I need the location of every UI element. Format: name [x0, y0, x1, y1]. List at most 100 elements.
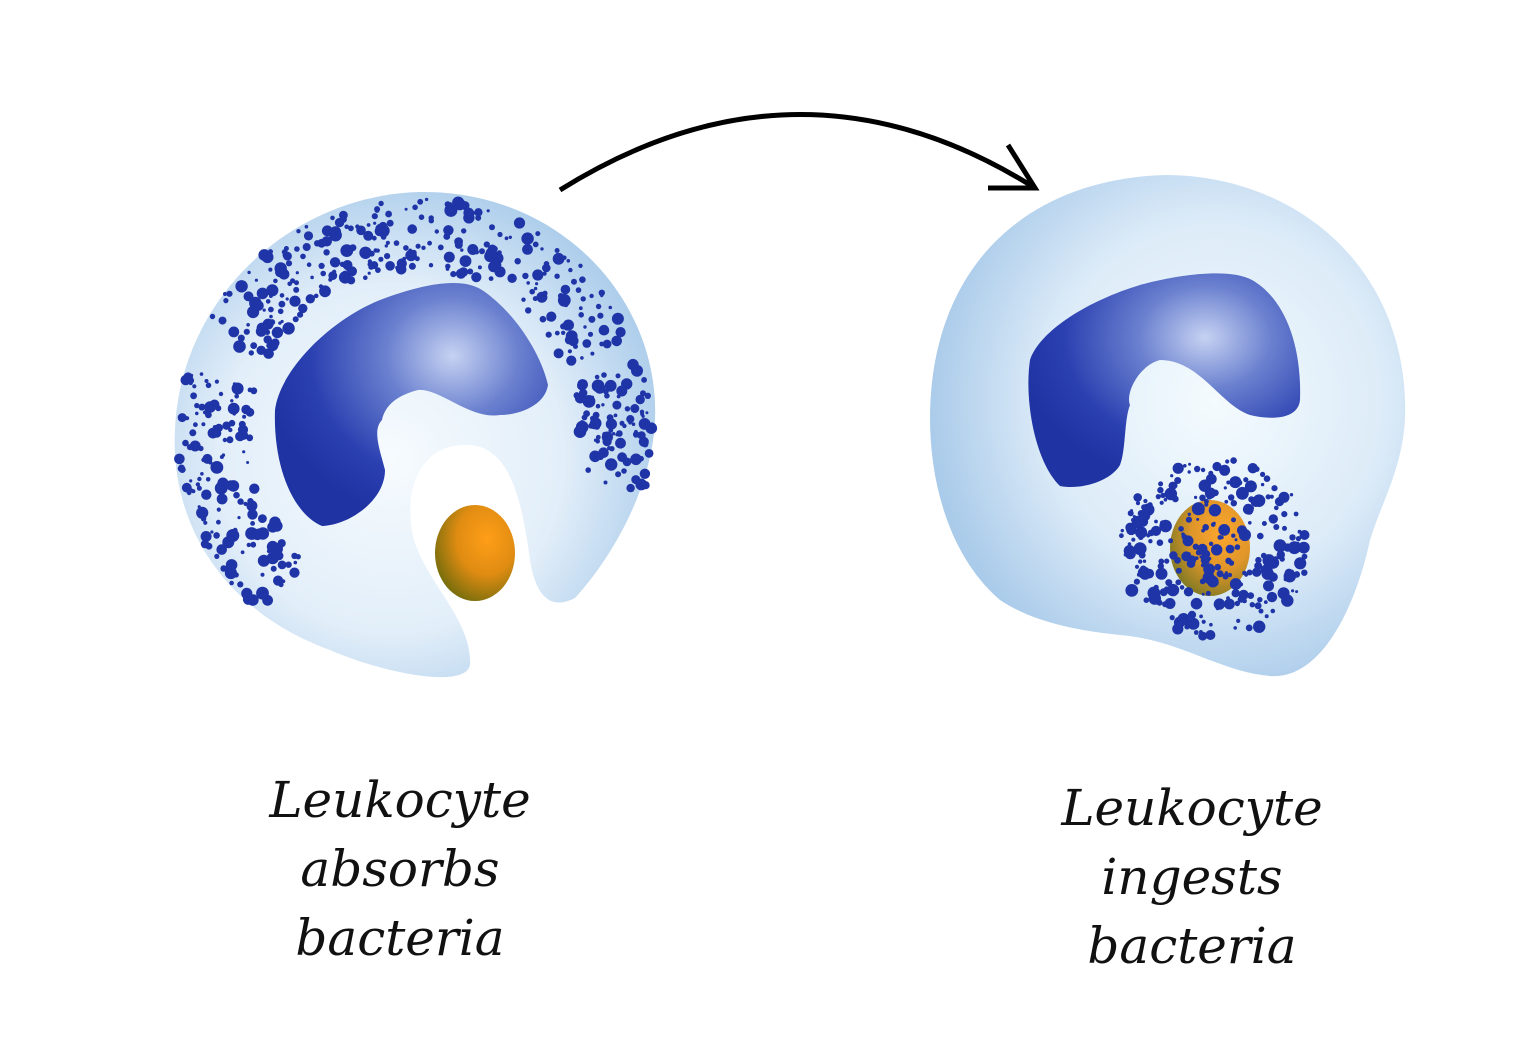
granule: [645, 422, 658, 435]
granule: [355, 224, 360, 229]
granule: [1199, 630, 1203, 634]
granule: [1148, 539, 1153, 544]
granule: [1179, 585, 1185, 590]
granule: [1218, 524, 1231, 536]
granule: [582, 339, 592, 348]
granule: [427, 240, 432, 246]
granule: [496, 251, 500, 255]
granule: [1209, 622, 1213, 627]
granule: [226, 290, 233, 297]
granule: [250, 342, 258, 349]
caption-line: absorbs: [300, 840, 500, 898]
granule: [1289, 493, 1294, 497]
granule: [202, 410, 207, 415]
granule: [181, 482, 192, 493]
granule: [589, 293, 594, 299]
granule: [640, 390, 646, 397]
granule: [1260, 471, 1266, 477]
granule: [248, 350, 254, 356]
granule: [1195, 549, 1202, 556]
granule: [554, 330, 560, 336]
granule: [375, 267, 381, 273]
granule: [437, 244, 444, 251]
granule: [443, 251, 455, 263]
granule: [1257, 597, 1263, 603]
granule: [635, 394, 645, 405]
granule: [602, 437, 612, 447]
granule: [1224, 598, 1235, 610]
granule: [241, 404, 251, 415]
granule: [494, 266, 506, 278]
granule: [645, 411, 649, 415]
granule: [603, 480, 608, 485]
granule: [598, 447, 609, 459]
granule: [201, 489, 212, 500]
granule: [1281, 510, 1288, 518]
granule: [626, 415, 635, 424]
granule: [277, 539, 286, 548]
granule: [287, 281, 293, 287]
granule: [314, 240, 321, 247]
granule: [417, 198, 424, 205]
granule: [566, 355, 577, 366]
granule: [222, 421, 231, 430]
granule: [1123, 552, 1128, 557]
granule: [644, 392, 651, 399]
granule: [1170, 474, 1174, 478]
granule: [177, 413, 187, 423]
granule: [561, 330, 566, 335]
granule: [1185, 516, 1192, 523]
granule: [615, 373, 621, 379]
granule: [235, 431, 245, 442]
granule: [233, 491, 240, 499]
granule: [242, 593, 254, 605]
granule: [542, 271, 547, 276]
granule: [329, 226, 342, 238]
granule: [604, 393, 610, 399]
granule: [644, 449, 654, 458]
granule: [459, 255, 472, 267]
granule: [1257, 532, 1264, 540]
granule: [539, 315, 547, 323]
granule: [424, 197, 429, 202]
granule: [1295, 541, 1300, 546]
granule: [1133, 493, 1142, 502]
granule: [633, 480, 637, 484]
granule: [222, 437, 228, 443]
granule: [1284, 576, 1289, 581]
caption-ingests: Leukocyte ingests bacteria: [982, 774, 1402, 981]
granule: [552, 252, 565, 265]
granule: [1156, 539, 1164, 546]
granule: [330, 215, 335, 221]
granule: [190, 392, 198, 400]
granule: [1293, 571, 1301, 578]
granule: [554, 273, 560, 279]
granule: [599, 341, 605, 347]
granule: [597, 312, 604, 319]
granule: [294, 246, 300, 252]
granule: [1242, 503, 1254, 515]
granule: [1221, 468, 1227, 474]
granule: [1266, 591, 1278, 603]
granule: [385, 261, 395, 271]
granule: [220, 565, 227, 572]
granule: [613, 413, 618, 418]
granule: [197, 476, 202, 482]
granule: [567, 349, 573, 354]
granule: [277, 308, 284, 315]
granule: [1155, 567, 1168, 580]
granule: [254, 278, 258, 282]
granule: [1231, 533, 1236, 538]
granule: [1207, 575, 1219, 588]
granule: [1211, 544, 1223, 556]
granule: [290, 278, 296, 284]
granule: [553, 348, 564, 359]
granule: [295, 271, 299, 275]
granule: [262, 308, 266, 312]
granule: [231, 328, 237, 334]
granule: [577, 381, 586, 391]
granule: [256, 586, 269, 600]
granule: [199, 510, 207, 517]
granule: [230, 399, 234, 403]
granule: [1291, 589, 1295, 593]
